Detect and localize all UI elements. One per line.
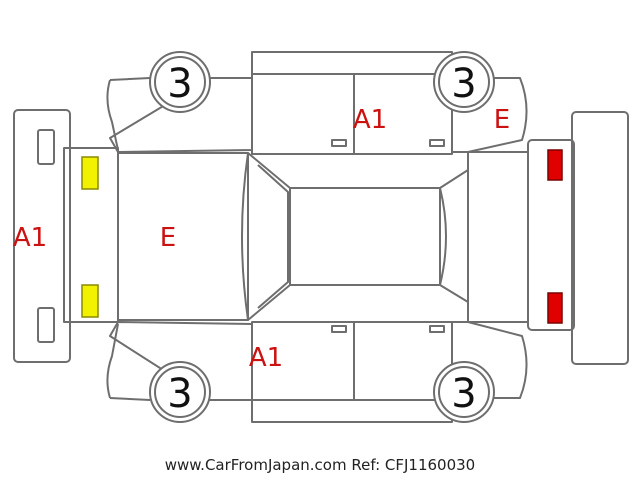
mark-right-rear-fender: E <box>494 105 510 135</box>
tire-front-left-circle <box>149 361 211 423</box>
front-bumper-vent-bottom <box>37 307 55 343</box>
front-bumper-vent-top <box>37 129 55 165</box>
left-side-sill-bottom <box>251 399 453 423</box>
right-rear-fender <box>452 77 528 153</box>
right-front-handle <box>331 139 347 147</box>
car-outline <box>13 51 629 423</box>
rear-window <box>439 169 469 303</box>
left-rear-handle <box>429 325 445 333</box>
mark-left-door: A1 <box>249 343 283 373</box>
tires <box>149 51 495 423</box>
trunk-panel <box>467 151 529 323</box>
left-front-fender <box>109 321 253 401</box>
rear-bumper-panel <box>571 111 629 365</box>
tire-rear-right-label: 3 <box>451 61 476 107</box>
windshield-outer <box>247 152 291 321</box>
rear-window-inner <box>439 187 447 286</box>
mark-hood: E <box>160 223 176 253</box>
headlight-bottom <box>81 284 99 318</box>
roof-panel <box>289 187 441 286</box>
front-bumper-panel <box>13 109 71 363</box>
left-rear-door <box>353 321 453 401</box>
left-rear-fender <box>452 321 528 399</box>
tire-rear-right-circle <box>433 51 495 113</box>
right-rear-handle <box>429 139 445 147</box>
right-front-door <box>251 73 355 155</box>
right-front-fender <box>109 77 253 153</box>
windshield-front-edge <box>241 152 249 321</box>
taillight-bottom <box>547 292 563 324</box>
mark-front-bumper: A1 <box>13 223 47 253</box>
tire-front-right-circle <box>149 51 211 113</box>
left-front-handle <box>331 325 347 333</box>
hood-panel <box>117 152 249 321</box>
rear-end-panel <box>527 139 575 331</box>
tire-front-left-label: 3 <box>167 371 192 417</box>
tire-rear-left-circle <box>433 361 495 423</box>
taillight-top <box>547 149 563 181</box>
tire-rear-left-label: 3 <box>451 371 476 417</box>
footer-reference: www.CarFromJapan.com Ref: CFJ1160030 <box>164 456 476 474</box>
tire-front-right-label: 3 <box>167 61 192 107</box>
right-front-fender-edge <box>106 79 119 151</box>
left-front-fender-edge <box>106 323 119 399</box>
right-side-sill-top <box>251 51 453 75</box>
mark-right-door: A1 <box>353 105 387 135</box>
right-rear-door <box>353 73 453 155</box>
headlight-top <box>81 156 99 190</box>
windshield-inner <box>257 164 289 309</box>
